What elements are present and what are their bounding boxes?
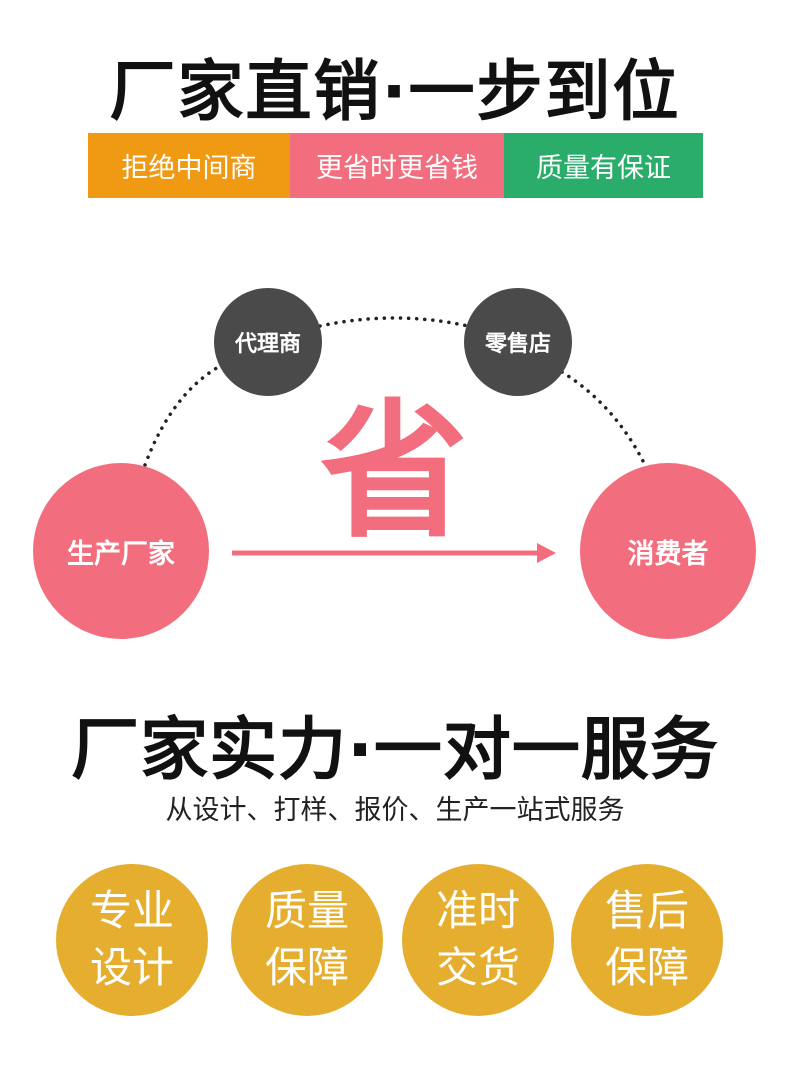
save-character: 省 <box>320 386 468 558</box>
feature-on-time-delivery: 准时交货 <box>402 864 554 1016</box>
consumer-node: 消费者 <box>580 463 756 639</box>
banner-quality-guarantee: 质量有保证 <box>504 133 703 198</box>
agent-node: 代理商 <box>214 288 322 396</box>
feature-professional-design: 专业设计 <box>56 864 208 1016</box>
supply-chain-diagram <box>143 316 647 563</box>
section-title: 厂家实力·一对一服务 <box>71 711 719 790</box>
feature-after-sales: 售后保障 <box>571 864 723 1016</box>
feature-line: 保障 <box>264 943 349 992</box>
retailer-node: 零售店 <box>464 288 572 396</box>
feature-line: 质量 <box>264 886 349 936</box>
dotted-arc-left <box>143 358 234 467</box>
dotted-arc-top <box>318 316 470 328</box>
manufacturer-node: 生产厂家 <box>33 463 209 639</box>
dotted-arc-right <box>560 370 647 467</box>
section-subtitle: 从设计、打样、报价、生产一站式服务 <box>165 795 625 826</box>
banner-no-middleman: 拒绝中间商 <box>88 133 290 198</box>
banner-save-time-money: 更省时更省钱 <box>290 133 504 198</box>
headline: 厂家直销·一步到位 <box>109 53 681 130</box>
arrow-head <box>537 543 556 563</box>
feature-line: 交货 <box>435 943 520 992</box>
feature-line: 专业 <box>89 886 174 936</box>
feature-line: 准时 <box>435 886 520 936</box>
feature-line: 设计 <box>89 943 174 992</box>
feature-line: 保障 <box>604 943 689 992</box>
feature-line: 售后 <box>604 886 689 936</box>
feature-quality-assurance: 质量保障 <box>231 864 383 1016</box>
